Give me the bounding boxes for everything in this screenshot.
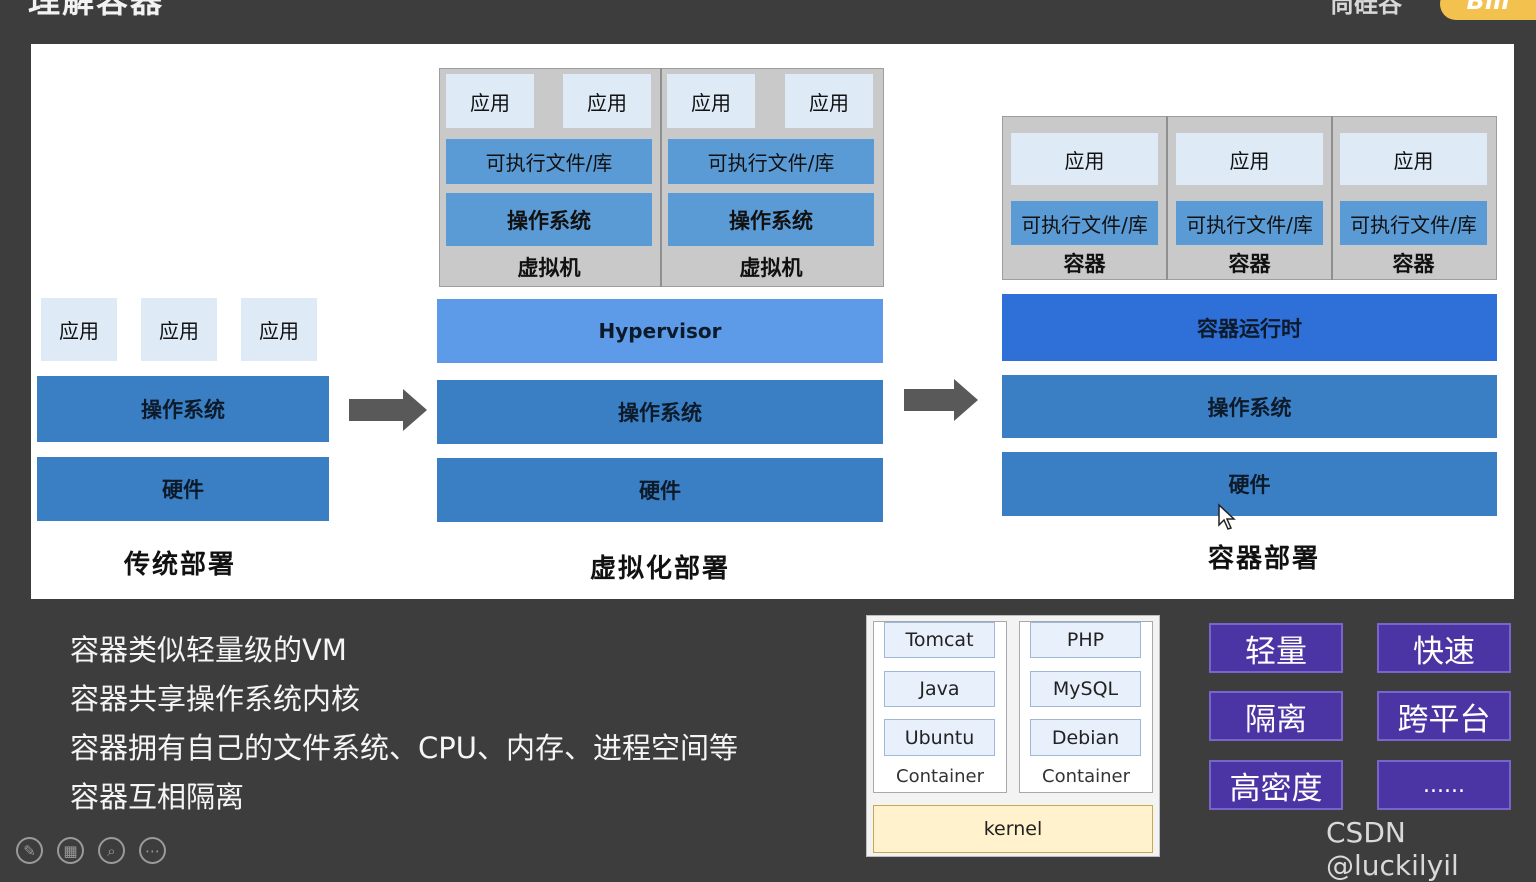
container-divider-1 — [1166, 116, 1168, 280]
stack-item-tomcat: Tomcat — [884, 622, 995, 658]
stack-item-ubuntu: Ubuntu — [884, 719, 995, 756]
container2-binaries: 可执行文件/库 — [1176, 201, 1323, 245]
vm-divider — [660, 68, 662, 287]
vm2-app-1: 应用 — [667, 74, 755, 128]
container1-binaries: 可执行文件/库 — [1011, 201, 1158, 245]
traditional-app-1: 应用 — [41, 298, 117, 361]
vm1-binaries: 可执行文件/库 — [446, 139, 652, 184]
container-divider-2 — [1331, 116, 1333, 280]
traditional-os: 操作系统 — [37, 376, 329, 442]
container3-app: 应用 — [1340, 133, 1487, 185]
virtual-hardware: 硬件 — [437, 458, 883, 522]
bullet-item: 容器共享操作系统内核 — [70, 682, 361, 716]
bullet-list: 容器类似轻量级的VM 容器共享操作系统内核 容器拥有自己的文件系统、CPU、内存… — [70, 626, 738, 822]
container1-app: 应用 — [1011, 133, 1158, 185]
bullet-item: 容器类似轻量级的VM — [70, 633, 347, 667]
virtual-os: 操作系统 — [437, 380, 883, 444]
container-hardware: 硬件 — [1002, 452, 1497, 516]
traditional-hardware: 硬件 — [37, 457, 329, 521]
vm1-app-1: 应用 — [446, 74, 534, 128]
container2-label: 容器 — [1228, 252, 1271, 276]
container-caption: 容器部署 — [1207, 544, 1320, 574]
stack-item-debian: Debian — [1030, 719, 1141, 756]
container-os: 操作系统 — [1002, 375, 1497, 438]
arrow-right-icon-2-head — [954, 379, 978, 421]
arrow-right-icon — [349, 399, 405, 421]
container2-app: 应用 — [1176, 133, 1323, 185]
vm1-label: 虚拟机 — [517, 256, 581, 280]
traditional-caption: 传统部署 — [123, 550, 236, 580]
hypervisor-layer: Hypervisor — [437, 299, 883, 363]
virtual-caption: 虚拟化部署 — [589, 554, 730, 584]
bullet-item: 容器互相隔离 — [70, 780, 245, 814]
traditional-app-3: 应用 — [241, 298, 317, 361]
feature-high-density: 高密度 — [1209, 760, 1343, 810]
vm1-app-2: 应用 — [563, 74, 651, 128]
stack-item-mysql: MySQL — [1030, 671, 1141, 707]
feature-fast: 快速 — [1377, 623, 1511, 673]
bullet-item: 容器拥有自己的文件系统、CPU、内存、进程空间等 — [70, 731, 738, 765]
pen-icon[interactable]: ✎ — [16, 837, 43, 864]
stack-item-php: PHP — [1030, 622, 1141, 658]
watermark: CSDN @luckilyil — [1326, 816, 1459, 882]
container-label-right: Container — [1042, 766, 1130, 787]
feature-isolation: 隔离 — [1209, 691, 1343, 741]
brand-name: 尚硅谷 — [1330, 0, 1402, 18]
zoom-icon[interactable]: ⌕ — [98, 837, 125, 864]
arrow-right-icon-head — [403, 389, 427, 431]
vm2-os: 操作系统 — [668, 193, 874, 246]
more-icon[interactable]: ⋯ — [139, 837, 166, 864]
kernel-layer: kernel — [873, 805, 1153, 853]
container1-label: 容器 — [1063, 252, 1106, 276]
container3-label: 容器 — [1392, 252, 1435, 276]
feature-lightweight: 轻量 — [1209, 623, 1343, 673]
traditional-app-2: 应用 — [141, 298, 217, 361]
feature-cross-platform: 跨平台 — [1377, 691, 1511, 741]
vm2-binaries: 可执行文件/库 — [668, 139, 874, 184]
mouse-cursor-icon — [1218, 503, 1236, 530]
container-label-left: Container — [896, 766, 984, 787]
stack-item-java: Java — [884, 671, 995, 707]
vm2-label: 虚拟机 — [739, 256, 803, 280]
bilibili-logo: Bili — [1440, 0, 1536, 20]
feature-more: ...... — [1377, 760, 1511, 810]
arrow-right-icon-2 — [904, 389, 956, 411]
vm1-os: 操作系统 — [446, 193, 652, 246]
container-runtime-layer: 容器运行时 — [1002, 294, 1497, 361]
slide-title: 理解容器 — [28, 0, 165, 20]
vm2-app-2: 应用 — [785, 74, 873, 128]
layout-icon[interactable]: ▦ — [57, 837, 84, 864]
container3-binaries: 可执行文件/库 — [1340, 201, 1487, 245]
